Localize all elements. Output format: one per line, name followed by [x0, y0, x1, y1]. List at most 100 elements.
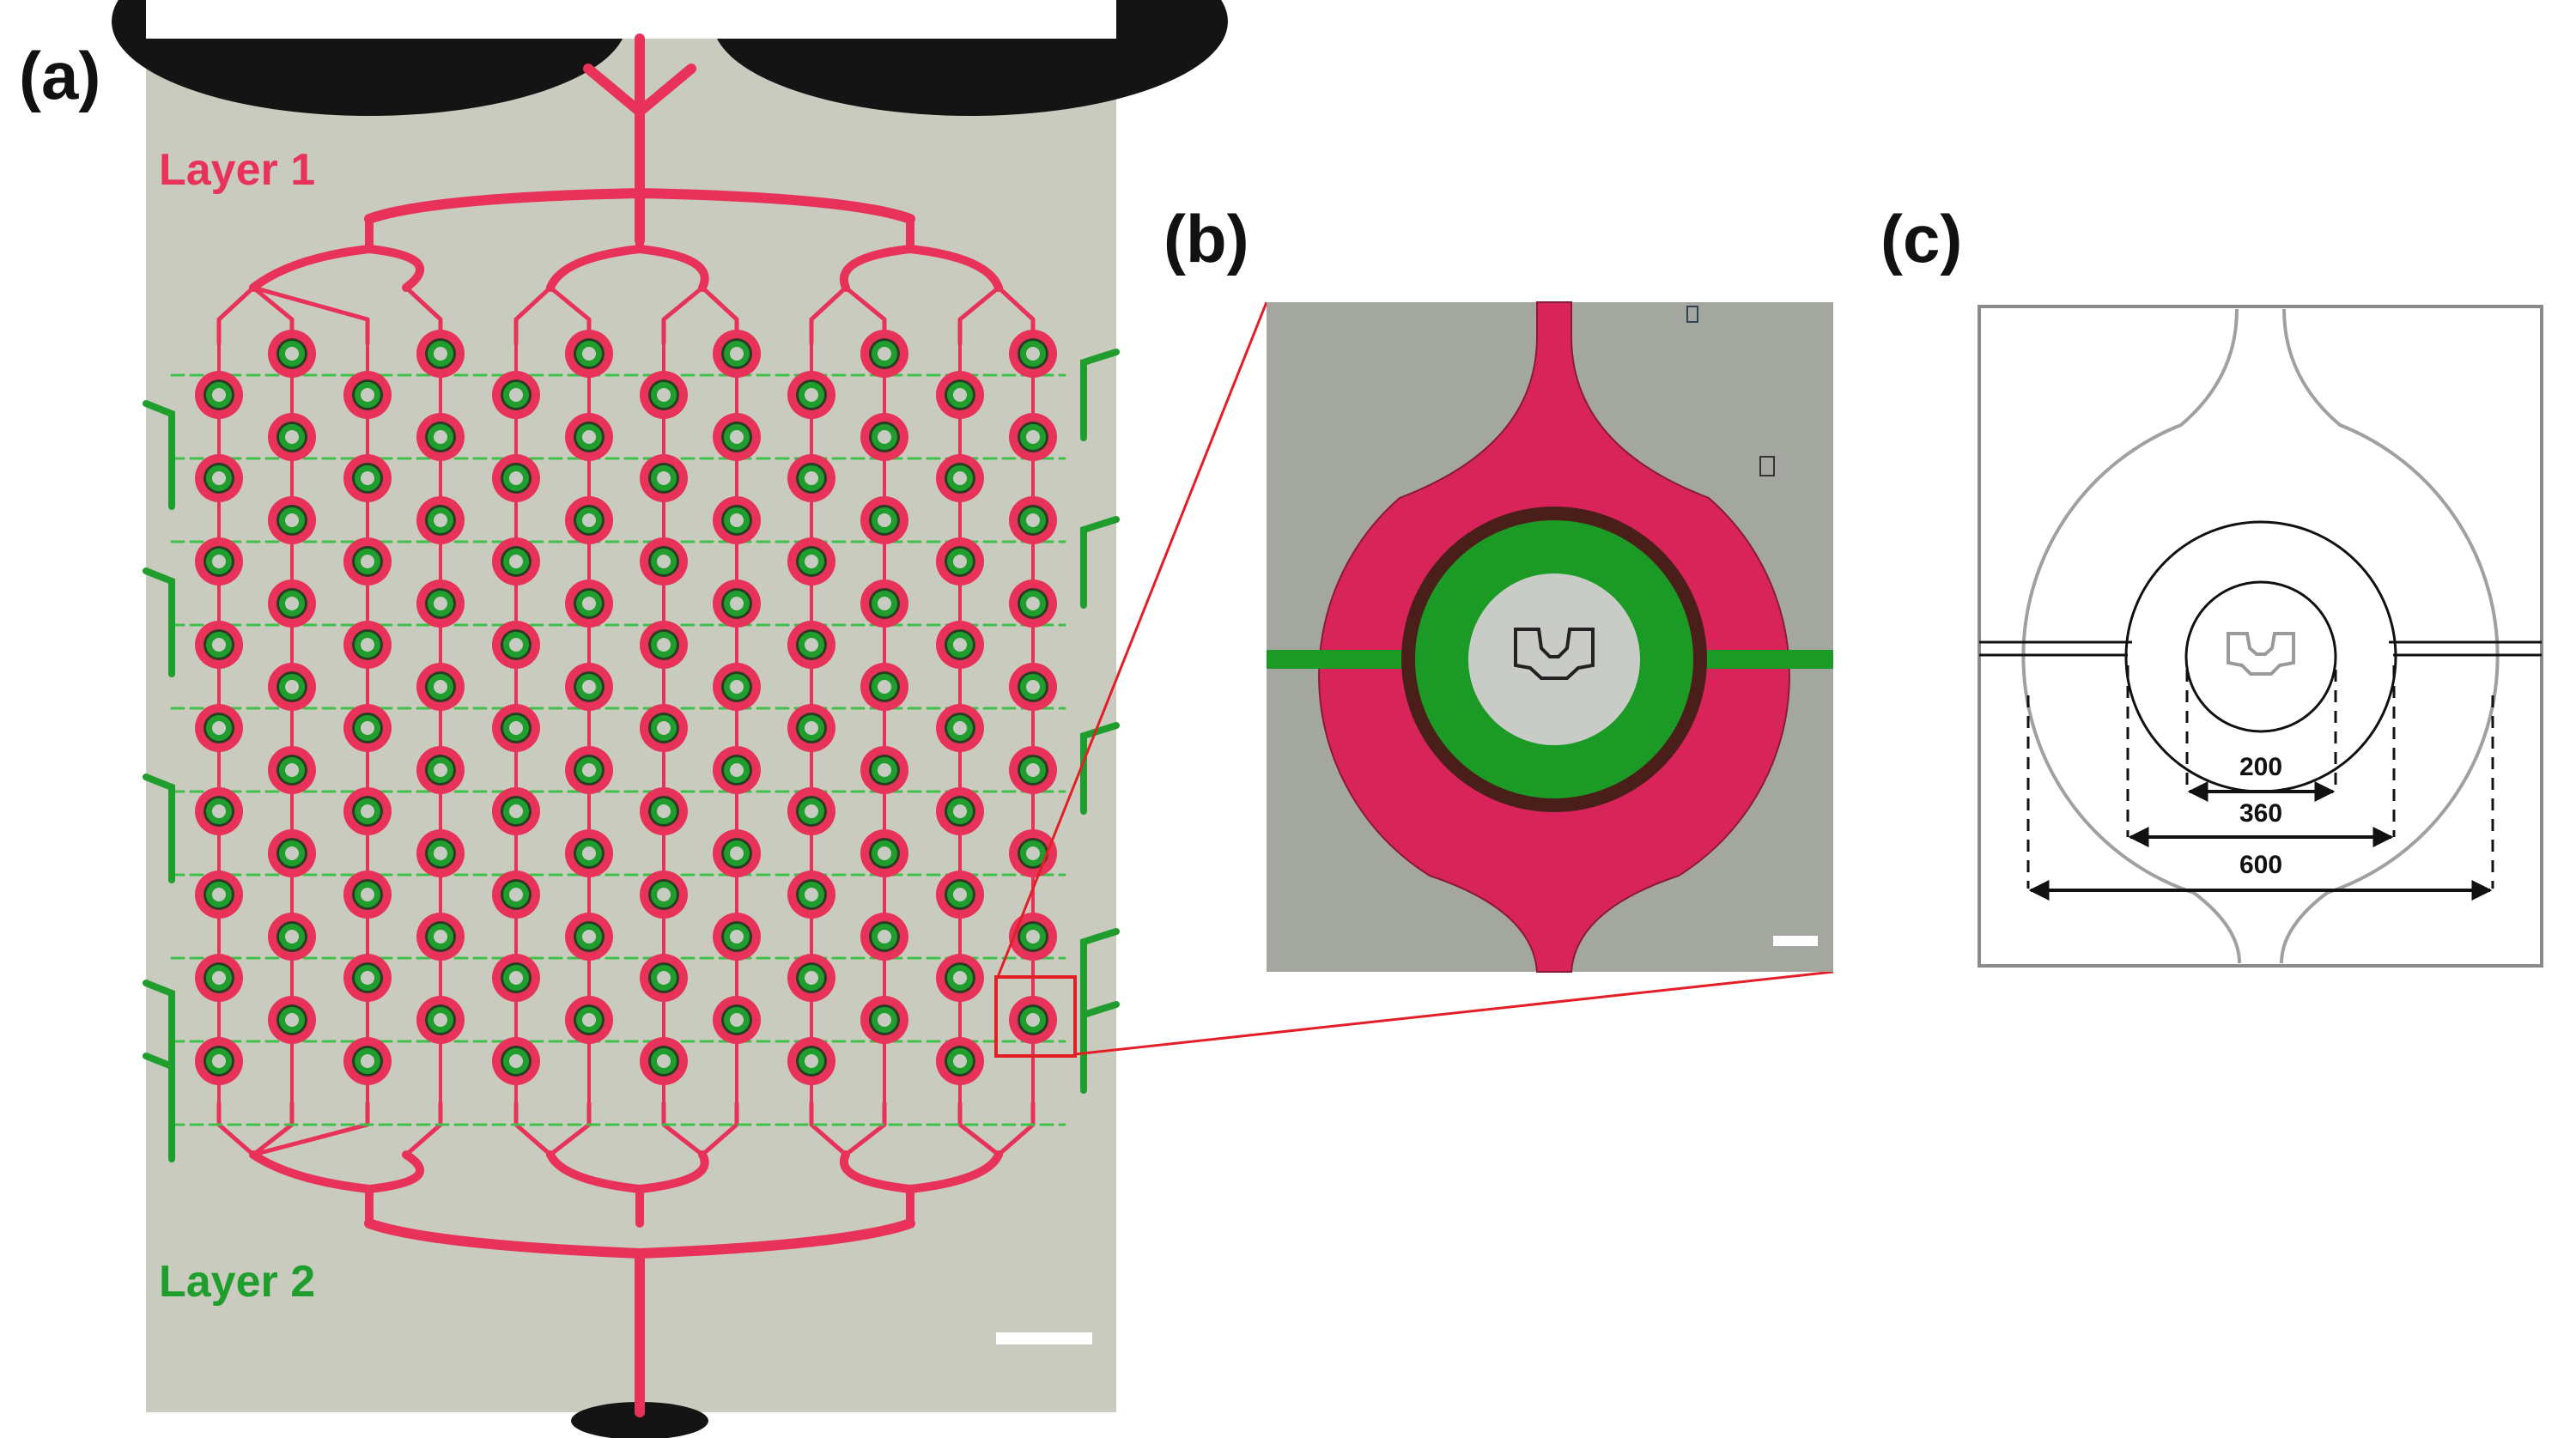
chamber-center — [434, 430, 447, 444]
chamber — [565, 413, 613, 461]
chamber — [1009, 913, 1057, 961]
cell-trap — [1514, 628, 1595, 680]
layer-2-channel-network — [143, 349, 1120, 1162]
chamber — [936, 537, 984, 586]
chamber-center — [285, 513, 299, 527]
chamber — [343, 954, 392, 1002]
chamber — [268, 496, 316, 544]
chamber-center — [434, 513, 447, 527]
chamber — [492, 787, 540, 835]
chamber-center — [730, 430, 744, 444]
layer-2-label: Layer 2 — [159, 1257, 315, 1307]
chamber-center — [285, 930, 299, 943]
chamber — [268, 579, 316, 628]
schematic-trap — [2227, 632, 2295, 676]
chamber — [640, 621, 688, 669]
chamber — [713, 663, 761, 711]
chamber — [343, 1037, 392, 1085]
chamber — [195, 537, 243, 586]
chamber-center — [730, 347, 744, 361]
chamber — [565, 746, 613, 794]
chamber — [195, 371, 243, 419]
chamber — [416, 829, 465, 877]
chamber — [492, 621, 540, 669]
chamber-center — [805, 555, 818, 568]
chamber-center — [434, 680, 447, 694]
chamber-center — [434, 846, 447, 860]
chamber — [195, 704, 243, 752]
chamber-center — [434, 1013, 447, 1027]
panel-a-label: (a) — [19, 38, 100, 113]
layer-1-branch — [249, 215, 425, 292]
chamber — [787, 1037, 835, 1085]
chamber — [343, 787, 392, 835]
chamber-center — [509, 388, 523, 402]
green-side-channel-left — [1267, 650, 1413, 669]
chamber-center — [953, 721, 967, 735]
chamber-center — [730, 930, 744, 943]
chamber-center — [509, 971, 523, 985]
green-side-channel-right — [1696, 650, 1833, 669]
chamber-center — [805, 1054, 818, 1068]
chamber — [195, 1037, 243, 1085]
chamber-center — [657, 388, 671, 402]
chamber-center — [361, 804, 374, 818]
chamber — [640, 704, 688, 752]
chamber-center — [509, 1054, 523, 1068]
chamber-center — [953, 471, 967, 485]
chamber-center — [212, 388, 226, 402]
layer-1-outlet-trunk — [364, 1218, 915, 1417]
chamber-center — [582, 513, 596, 527]
chamber-center — [657, 888, 671, 901]
layer-2-edge-stub — [143, 980, 175, 1089]
chamber-center — [805, 638, 818, 652]
chamber-center — [582, 430, 596, 444]
chamber — [787, 871, 835, 919]
chamber-center — [730, 513, 744, 527]
chamber-center — [1026, 597, 1040, 610]
chamber — [565, 996, 613, 1044]
outlet-port — [571, 1402, 708, 1438]
chamber-center — [285, 846, 299, 860]
chamber — [565, 330, 613, 378]
chamber — [492, 537, 540, 586]
chamber-center — [1026, 763, 1040, 777]
chamber-center — [285, 680, 299, 694]
layer-1-branch — [840, 215, 1003, 292]
layer-1-feed — [513, 285, 553, 346]
chamber-center — [361, 638, 374, 652]
scale-bar-a — [996, 1332, 1092, 1344]
layer-1-branch — [546, 215, 709, 292]
chamber-center — [582, 597, 596, 610]
zoom-line-bottom — [1074, 970, 1834, 1056]
chamber-center — [878, 930, 891, 943]
chamber-center — [509, 888, 523, 901]
layer-1-feed — [809, 1101, 848, 1157]
chamber-center — [285, 347, 299, 361]
layer-1-feed — [809, 285, 848, 346]
chamber-center — [361, 555, 374, 568]
chamber-center — [361, 888, 374, 901]
dimension-label-200: 200 — [2239, 753, 2282, 781]
dimension-guides — [2026, 665, 2494, 889]
panel-b: (b) — [1163, 201, 1833, 973]
chamber — [1009, 330, 1057, 378]
chamber-center — [805, 388, 818, 402]
layer-1-feed — [957, 1101, 1001, 1157]
layer-1-feed — [216, 285, 256, 346]
chamber — [416, 913, 465, 961]
chamber-center — [657, 1054, 671, 1068]
chamber-center — [878, 513, 891, 527]
chamber-array — [195, 330, 1057, 1085]
chamber — [860, 913, 908, 961]
chamber — [640, 871, 688, 919]
chamber — [713, 913, 761, 961]
chamber-center — [1026, 930, 1040, 943]
chamber-center — [582, 763, 596, 777]
schematic-frame — [1978, 305, 2543, 968]
chamber — [195, 787, 243, 835]
layer-1-feed — [700, 1101, 739, 1157]
chamber-center — [953, 388, 967, 402]
layer-2-edge-stub — [143, 400, 175, 510]
